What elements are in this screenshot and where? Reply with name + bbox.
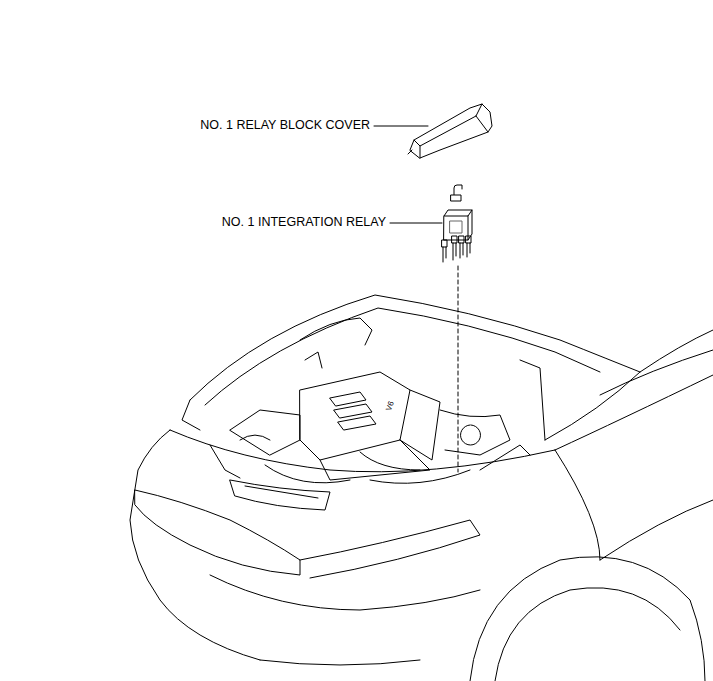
install-line xyxy=(458,266,459,472)
car-body xyxy=(130,330,713,681)
relay-fuses xyxy=(442,236,471,262)
leader-line xyxy=(374,126,428,127)
hood xyxy=(182,295,640,440)
engine-badge: V6 xyxy=(385,399,397,413)
part-label: NO. 1 RELAY BLOCK COVER xyxy=(200,119,370,133)
relay-connector xyxy=(451,185,462,201)
part-label: NO. 1 INTEGRATION RELAY xyxy=(222,216,386,230)
engine xyxy=(210,372,530,483)
leader-line xyxy=(390,223,442,224)
relay-block-cover xyxy=(408,104,492,158)
